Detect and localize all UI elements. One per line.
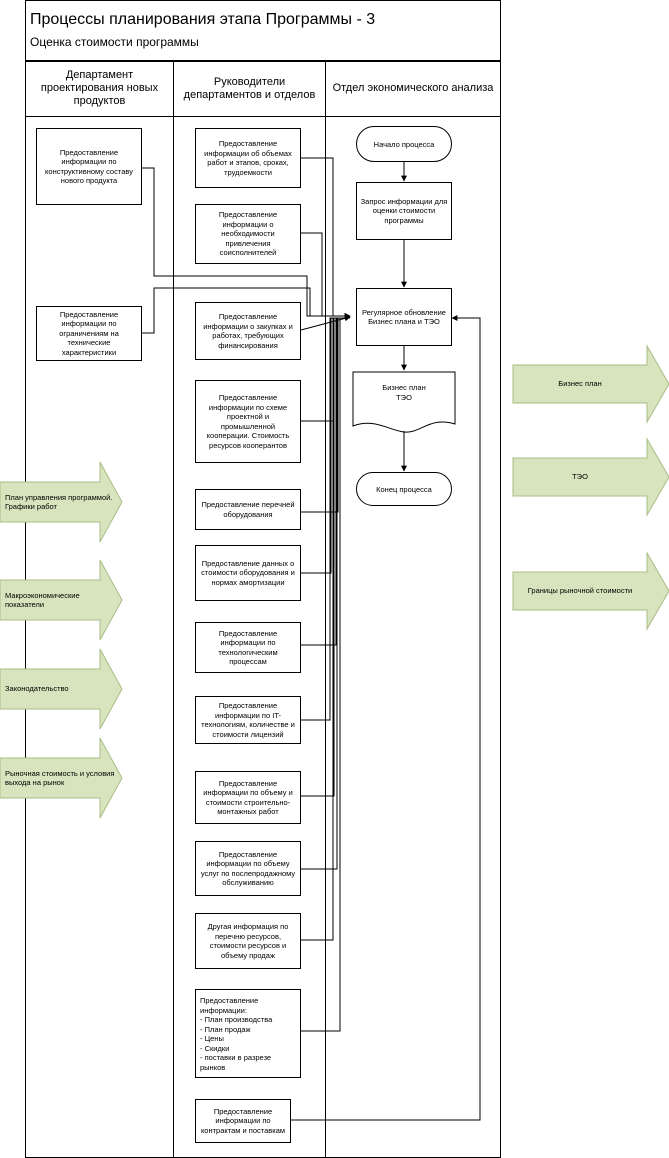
- output-arrow-label: Бизнес план: [558, 379, 602, 389]
- process-box: Предоставление информации по IT-технолог…: [195, 696, 301, 744]
- process-box: Регулярное обновление Бизнес плана и ТЭО: [356, 288, 452, 346]
- input-arrow-label: Законодательство: [5, 684, 69, 694]
- end-terminator: Конец процесса: [356, 472, 452, 506]
- process-box: Предоставление перечней оборудования: [195, 489, 301, 530]
- input-arrow-shape: [0, 737, 123, 819]
- process-box: Предоставление информации по схеме проек…: [195, 380, 301, 463]
- process-box: Предоставление информации по технологиче…: [195, 622, 301, 673]
- process-box: Предоставление информации по конструктив…: [36, 128, 142, 205]
- process-box: Предоставление информации по контрактам …: [195, 1099, 291, 1143]
- input-arrow-shape: [0, 461, 123, 543]
- process-box: Предоставление информации о необходимост…: [195, 204, 301, 264]
- process-box: Другая информация по перечню ресурсов, с…: [195, 913, 301, 969]
- input-arrows: [0, 461, 123, 819]
- process-box: Предоставление данных о стоимости оборуд…: [195, 545, 301, 601]
- process-box: Предоставление информации об объемах раб…: [195, 128, 301, 188]
- output-arrow-shape: [512, 344, 669, 424]
- document-shape: [352, 371, 456, 433]
- process-box: Предоставление информации по объему услу…: [195, 841, 301, 896]
- start-terminator: Начало процесса: [356, 126, 452, 162]
- output-arrow-shape: [512, 551, 669, 631]
- process-box: Предоставление информации по ограничения…: [36, 306, 142, 361]
- process-box: Предоставление информации о закупках и р…: [195, 302, 301, 360]
- input-arrow-label: Макроэкономические показатели: [5, 590, 80, 610]
- input-arrow-shape: [0, 648, 123, 730]
- connectors: [142, 157, 481, 1121]
- output-arrows: [512, 344, 669, 631]
- diagram-header: Процессы планирования этапа Программы - …: [25, 0, 501, 61]
- lane-header-managers: Руководители департаментов и отделов: [183, 75, 316, 101]
- output-arrow-label: Границы рыночной стоимости: [527, 586, 633, 596]
- process-box: Предоставление информации по объему и ст…: [195, 771, 301, 824]
- lane-header-economic-analysis: Отдел экономического анализа: [332, 82, 494, 94]
- output-arrow-label: ТЭО: [572, 472, 588, 482]
- diagram-subtitle: Оценка стоимости программы: [30, 35, 199, 49]
- input-arrow-label: План управления программой. Графики рабо…: [5, 492, 113, 512]
- output-arrow-shape: [512, 437, 669, 517]
- input-arrow-label: Рыночная стоимость и условия выхода на р…: [5, 768, 115, 788]
- lane-header-product-design: Департамент проектирования новых продукт…: [40, 69, 159, 107]
- input-arrow-shape: [0, 559, 123, 641]
- diagram-title: Процессы планирования этапа Программы - …: [30, 11, 376, 28]
- process-box: Запрос информации для оценки стоимости п…: [356, 182, 452, 240]
- process-box: Предоставление информации: - План произв…: [195, 989, 301, 1078]
- document-label: Бизнес план ТЭО: [382, 383, 426, 402]
